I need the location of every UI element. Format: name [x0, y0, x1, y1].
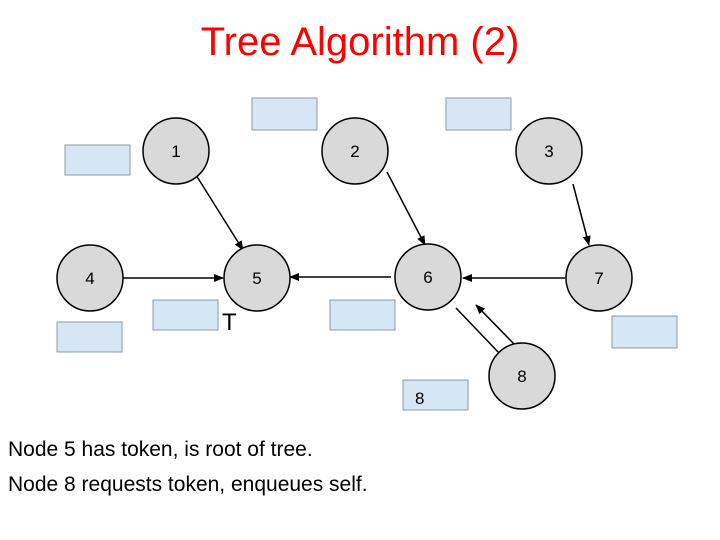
queue-box-node-6 — [329, 299, 396, 331]
edge-6-to-8 — [455, 307, 501, 355]
tree-edges — [122, 171, 591, 355]
queue-box-node-3 — [445, 97, 512, 131]
edge-8-request-to-6 — [475, 304, 515, 345]
queue-box-node-2 — [251, 97, 318, 131]
node-6: 6 — [394, 243, 462, 311]
node-1: 1 — [142, 117, 210, 185]
queue-box-node-1 — [64, 144, 131, 176]
slide-title: Tree Algorithm (2) — [200, 20, 520, 64]
node-3: 3 — [515, 117, 583, 185]
node-8-label: 8 — [517, 367, 526, 386]
edge-2-to-6 — [386, 171, 426, 246]
tree-nodes: 1 2 3 4 5 6 7 8 — [56, 117, 633, 410]
node-7: 7 — [565, 244, 633, 312]
node-5: 5 — [223, 244, 291, 312]
queue-entry-8: 8 — [415, 389, 424, 408]
caption-line-1: Node 5 has token, is root of tree. — [8, 438, 313, 461]
node-1-label: 1 — [171, 142, 180, 161]
queue-box-node-8-request — [402, 379, 469, 411]
token-marker: T — [222, 309, 237, 336]
queue-box-node-4 — [56, 321, 123, 353]
node-4-label: 4 — [85, 269, 94, 288]
caption-line-2: Node 8 requests token, enqueues self. — [8, 473, 368, 496]
edge-1-to-5 — [195, 174, 244, 251]
node-7-label: 7 — [594, 269, 603, 288]
node-2: 2 — [321, 117, 389, 185]
node-5-label: 5 — [252, 269, 261, 288]
node-6-label: 6 — [423, 268, 432, 287]
node-4: 4 — [56, 244, 124, 312]
queue-boxes: 8 — [56, 97, 678, 411]
node-3-label: 3 — [544, 142, 553, 161]
queue-box-node-5 — [152, 299, 219, 331]
queue-box-node-7 — [611, 315, 678, 349]
edge-3-to-7 — [572, 183, 591, 246]
node-2-label: 2 — [350, 142, 359, 161]
node-8: 8 — [488, 342, 556, 410]
